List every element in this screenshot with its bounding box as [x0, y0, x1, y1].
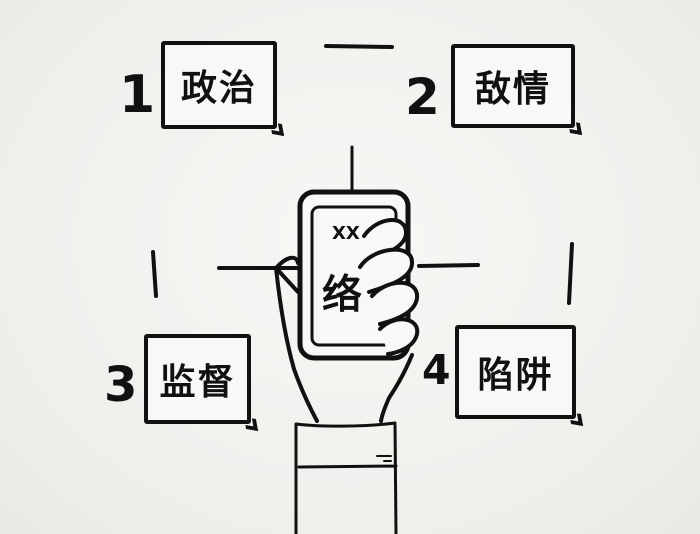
left-divider-line	[151, 250, 158, 298]
sleeve	[294, 421, 398, 534]
right-horizontal-line	[417, 263, 480, 268]
right-divider-line	[567, 242, 574, 305]
label-box-2: 敌情	[451, 44, 575, 128]
phone-screen-middle-text: 络	[322, 272, 362, 318]
number-3: 3	[104, 357, 138, 413]
label-box-1: 政治	[161, 41, 277, 129]
number-4: 4	[422, 346, 451, 394]
palm-left-edge	[274, 266, 319, 423]
top-divider-line	[324, 44, 394, 49]
label-box-3: 监督	[144, 334, 251, 424]
finger-4	[378, 317, 420, 356]
number-2: 2	[405, 68, 440, 126]
palm-right-edge	[379, 353, 414, 423]
phone-screen-top-text: XX	[332, 223, 360, 244]
label-box-4: 陷阱	[455, 325, 576, 419]
number-1: 1	[119, 65, 156, 125]
